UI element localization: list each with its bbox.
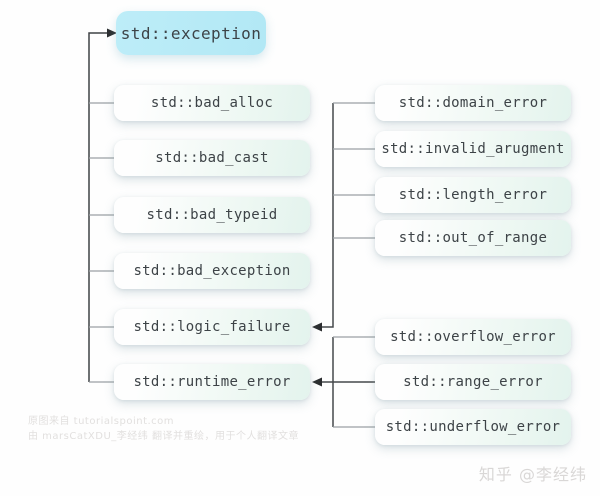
node-bad-typeid: std::bad_typeid [114,197,310,233]
source-watermark: 原图来自 tutorialspoint.com 由 marsCatXDU_李经纬… [28,414,299,444]
trunk-runtime [312,337,375,427]
node-bad-alloc: std::bad_alloc [114,85,310,121]
node-invalid-argument: std::invalid_arugment [375,131,571,167]
branches-runtime [333,336,375,428]
watermark-line1: 原图来自 tutorialspoint.com [28,416,175,427]
node-exception: std::exception [116,11,266,55]
node-logic-failure: std::logic_failure [114,309,310,345]
branches-logic [333,102,375,239]
node-range-error: std::range_error [375,364,571,400]
node-domain-error: std::domain_error [375,85,571,121]
node-bad-exception: std::bad_exception [114,253,310,289]
trunk-logic [312,103,334,332]
node-length-error: std::length_error [375,177,571,213]
arrowhead-exception [107,28,117,38]
node-overflow-error: std::overflow_error [375,319,571,355]
node-runtime-error: std::runtime_error [114,364,310,400]
node-out-of-range: std::out_of_range [375,220,571,256]
node-bad-cast: std::bad_cast [114,140,310,176]
watermark-line2: 由 marsCatXDU_李经纬 翻译并重绘，用于个人翻译文章 [28,431,299,442]
zhihu-credit: 知乎 @李经纬 [478,465,587,484]
arrowhead-logic [312,322,322,332]
arrowhead-runtime [312,377,322,387]
node-underflow-error: std::underflow_error [375,409,571,445]
trunk-exception [88,28,117,382]
branches-left [89,102,114,383]
